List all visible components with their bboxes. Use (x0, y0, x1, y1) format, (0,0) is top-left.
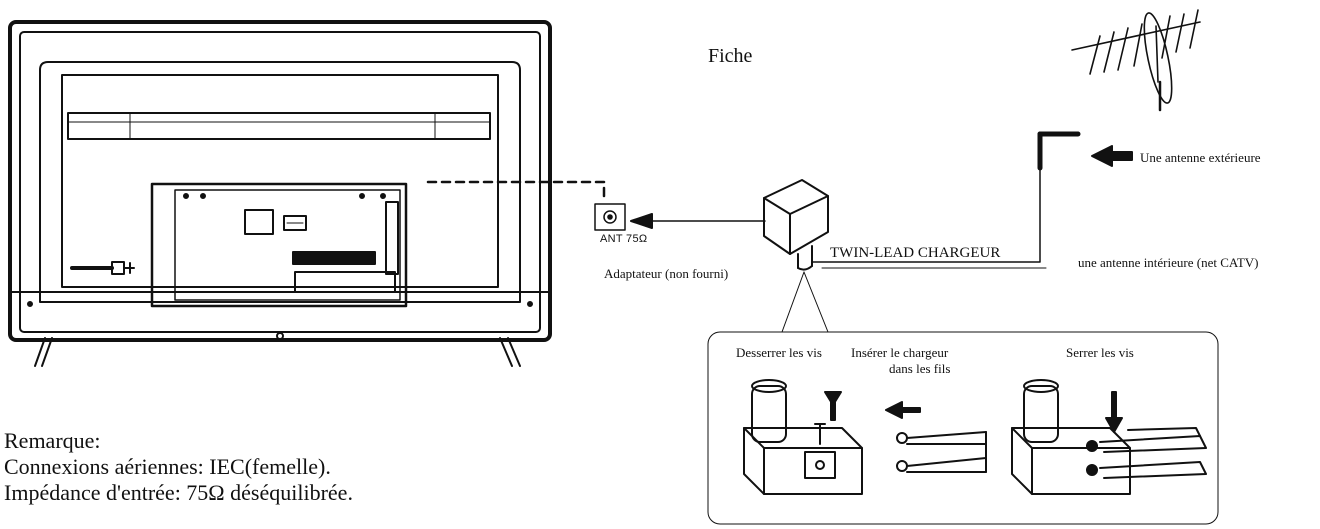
arrow-left-icon (1091, 145, 1133, 167)
twin-lead-label: TWIN-LEAD CHARGEUR (830, 245, 1001, 261)
indoor-antenna-label: une antenne intérieure (net CATV) (1078, 255, 1259, 270)
arrow-left-icon (630, 213, 653, 229)
wire-ends (896, 431, 987, 473)
ant-port-socket (594, 203, 626, 231)
insert-charger-label: Insérer le chargeur (851, 345, 949, 360)
tv-back (8, 20, 552, 367)
terminal-loosened (743, 379, 863, 495)
adapter-label: Adaptateur (non fourni) (604, 266, 729, 281)
insert-charger-label-line2: dans les fils (889, 361, 951, 376)
fiche-label: Fiche (708, 45, 753, 67)
dashed-cable (426, 180, 606, 198)
outdoor-antenna-label: Une antenne extérieure (1140, 150, 1261, 165)
remark-line-1: Connexions aériennes: IEC(femelle). (4, 454, 331, 479)
arrow-up-icon (824, 391, 842, 421)
remark-title: Remarque: (4, 428, 101, 453)
outdoor-antenna (1071, 9, 1201, 112)
detail-panel (707, 331, 1219, 525)
remark-line-2: Impédance d'entrée: 75Ω déséquilibrée. (4, 480, 353, 505)
tighten-screws-label: Serrer les vis (1066, 345, 1134, 360)
remark-block: Remarque: Connexions aériennes: IEC(feme… (4, 428, 353, 506)
arrow-down-icon (1105, 391, 1123, 433)
ant-port-label: ANT 75Ω (600, 233, 648, 245)
arrow-left-icon (885, 401, 921, 419)
adapter-box (763, 179, 829, 271)
terminal-tightened (1011, 379, 1207, 495)
loosen-screws-label: Desserrer les vis (736, 345, 822, 360)
